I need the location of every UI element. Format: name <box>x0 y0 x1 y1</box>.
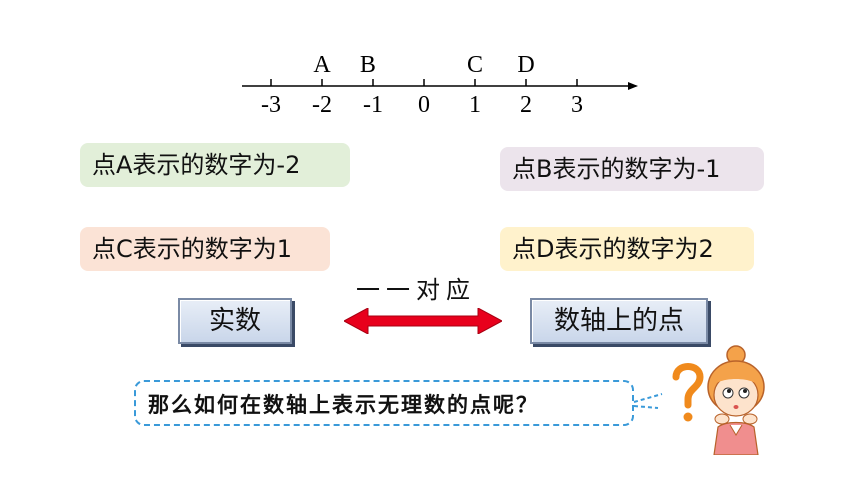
point-label-a: A <box>313 52 331 78</box>
correspondence-label: 一一对应 <box>356 276 476 304</box>
tick-label: 3 <box>571 92 583 118</box>
point-label-d: D <box>517 52 534 78</box>
statement-point-a: 点A表示的数字为-2 <box>80 143 350 187</box>
point-label-c: C <box>467 52 483 78</box>
question-bubble: 那么如何在数轴上表示无理数的点呢？ <box>134 380 634 426</box>
point-label-b: B <box>360 52 376 78</box>
bubble-tail <box>633 393 663 409</box>
number-line-points-box: 数轴上的点 <box>530 298 708 344</box>
statement-point-b: 点B表示的数字为-1 <box>500 147 764 191</box>
double-arrow-icon <box>344 308 502 334</box>
real-numbers-box: 实数 <box>178 298 292 344</box>
tick-label: 1 <box>469 92 481 118</box>
tick-label: 2 <box>520 92 532 118</box>
question-mark-icon <box>672 363 704 422</box>
tick-label: -3 <box>261 92 281 118</box>
tick-label: -2 <box>312 92 332 118</box>
tick-label: 0 <box>418 92 430 118</box>
number-line: -3 -2 -1 0 1 2 3 A B C D <box>242 52 638 118</box>
tick-label: -1 <box>363 92 383 118</box>
statement-point-d: 点D表示的数字为2 <box>500 227 754 271</box>
statement-point-c: 点C表示的数字为1 <box>80 227 330 271</box>
number-line-arrowhead <box>628 82 638 90</box>
question-text: 那么如何在数轴上表示无理数的点呢？ <box>148 393 539 417</box>
thinking-girl-icon <box>672 345 765 455</box>
